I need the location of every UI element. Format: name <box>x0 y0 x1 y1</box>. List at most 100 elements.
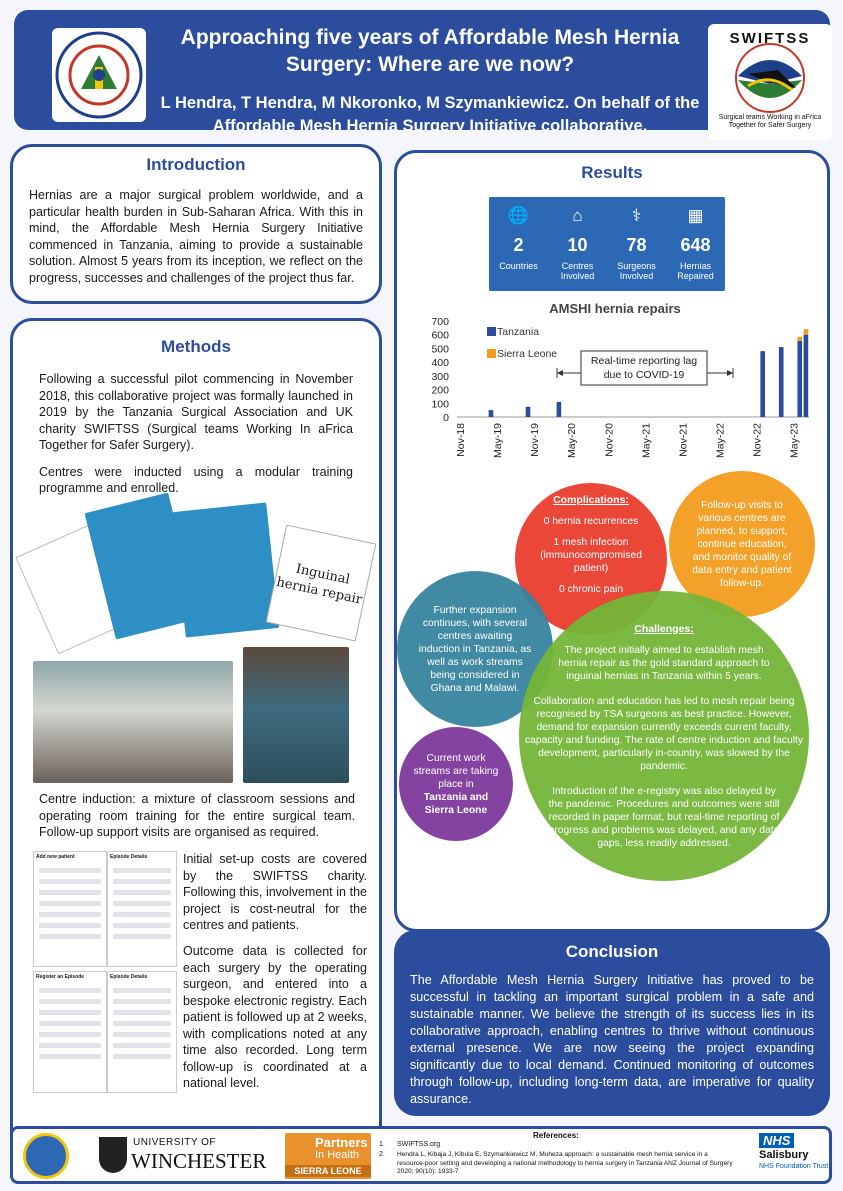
grid-icon: ▦ <box>687 206 704 225</box>
form-title: Episode Details <box>110 974 148 980</box>
complications-line-3: 0 chronic pain <box>558 584 624 595</box>
booklet-label: Inguinal hernia repair <box>275 561 364 608</box>
costs-text: Initial set-up costs are covered by the … <box>183 852 367 932</box>
stat-value: 78 <box>626 235 647 255</box>
inguinal-hernia-booklet: Inguinal hernia repair <box>265 524 377 642</box>
introduction-text: Hernias are a major surgical problem wor… <box>29 188 363 285</box>
challenges-circle: Challenges: The project initially aimed … <box>519 591 809 881</box>
chart-svg: AMSHI hernia repairs 0100200300400500600… <box>431 301 809 458</box>
stats-banner: 🌐 2 Countries ⌂ 10 Centres Involved ⚕ 78… <box>489 197 725 291</box>
y-tick-label: 300 <box>431 371 449 383</box>
registry-form-episode-details: Episode Details <box>107 851 177 967</box>
methods-text-1: Following a successful pilot commencing … <box>39 372 353 452</box>
bar-tanzania-Jul-23 <box>803 334 809 417</box>
stat-hernias: ▦ 648 Hernias Repaired <box>666 197 725 291</box>
results-panel: Results 🌐 2 Countries ⌂ 10 Centres Invol… <box>394 150 830 932</box>
complications-title: Complications: <box>553 494 629 506</box>
complications-line-2: 1 mesh infection (immunocompromised pati… <box>540 537 642 574</box>
bar-tanzania-Mar-20 <box>556 401 562 417</box>
stat-label: Hernias Repaired <box>677 261 714 281</box>
followup-circle: Follow-up visits to various centres are … <box>669 471 815 617</box>
centre-induction-text: Centre induction: a mixture of classroom… <box>39 792 355 839</box>
reference-2-number: 2. <box>379 1151 385 1158</box>
covid-note: Real-time reporting lag due to COVID-19 <box>590 355 698 381</box>
conclusion-text: The Affordable Mesh Hernia Surgery Initi… <box>410 973 814 1106</box>
x-tick-label: May-23 <box>789 423 801 458</box>
x-tick-label: Nov-22 <box>752 423 764 457</box>
chart-title: AMSHI hernia repairs <box>549 301 681 316</box>
doctor-icon: ⚕ <box>631 206 642 225</box>
stat-value: 10 <box>567 235 588 255</box>
results-heading: Results <box>581 163 643 182</box>
poster-authors: L Hendra, T Hendra, M Nkoronko, M Szyman… <box>160 94 700 135</box>
challenges-text-3: Introduction of the e-registry was also … <box>548 785 780 849</box>
legend-label: Sierra Leone <box>497 348 557 360</box>
introduction-heading: Introduction <box>146 155 246 174</box>
methods-text-2: Centres were inducted using a modular tr… <box>39 464 353 496</box>
challenges-text-1: The project initially aimed to establish… <box>558 644 770 682</box>
complications-line-1: 0 hernia recurrences <box>543 516 639 527</box>
training-booklet-right <box>172 502 280 638</box>
poster-title: Approaching five years of Affordable Mes… <box>180 26 680 76</box>
footer-logos-references: UNIVERSITY OF WINCHESTER Partners In Hea… <box>10 1126 832 1184</box>
swiftss-wordmark: SWIFTSS <box>729 30 811 47</box>
y-tick-label: 700 <box>431 316 449 328</box>
introduction-panel: Introduction Hernias are a major surgica… <box>10 144 382 304</box>
stat-countries: 🌐 2 Countries <box>489 197 548 291</box>
tanzania-surgical-association-logo <box>52 28 146 122</box>
stat-value: 2 <box>513 235 524 255</box>
x-tick-label: May-22 <box>714 423 726 458</box>
x-tick-label: May-20 <box>566 423 578 458</box>
swiftss-tagline: Surgical teams Working in aFrica Togethe… <box>718 114 822 129</box>
methods-panel: Methods Following a successful pilot com… <box>10 318 382 1180</box>
reference-1-number: 1. <box>379 1141 385 1148</box>
partners-in-health-logo: Partners In Health SIERRA LEONE <box>285 1133 371 1179</box>
bar-sierra-leone-Jul-23 <box>803 329 809 335</box>
swiftss-logo: SWIFTSS Surgical teams Working in aFrica… <box>708 24 832 140</box>
bar-tanzania-Mar-23 <box>778 347 784 417</box>
bar-tanzania-Oct-19 <box>525 406 531 417</box>
nhs-trust-subtitle: NHS Foundation Trust <box>759 1163 829 1170</box>
x-tick-label: May-19 <box>492 423 504 458</box>
legend-swatch <box>487 349 496 358</box>
nhs-logo: NHS <box>759 1133 795 1148</box>
legend-label: Tanzania <box>497 326 539 338</box>
stat-surgeons: ⚕ 78 Surgeons Involved <box>607 197 666 291</box>
x-tick-label: Nov-21 <box>677 423 689 457</box>
reference-1[interactable]: SWIFTSS.org <box>397 1141 441 1148</box>
y-tick-label: 600 <box>431 330 449 342</box>
x-tick-label: Nov-18 <box>455 423 467 457</box>
registry-form-episode-details-2: Episode Details <box>107 971 177 1093</box>
bar-sierra-leone-Jun-23 <box>797 336 803 341</box>
covid-annotation <box>556 350 734 386</box>
conclusion-heading: Conclusion <box>565 942 659 961</box>
expansion-text: Further expansion continues, with severa… <box>418 604 532 694</box>
stat-value: 648 <box>680 235 711 255</box>
x-tick-label: Nov-19 <box>529 423 541 457</box>
y-tick-label: 500 <box>431 343 449 355</box>
y-tick-label: 400 <box>431 357 449 369</box>
challenges-text-2: Collaboration and education has led to m… <box>524 695 803 772</box>
winchester-top-text: UNIVERSITY OF <box>133 1137 216 1148</box>
y-tick-label: 200 <box>431 385 449 397</box>
stat-centres: ⌂ 10 Centres Involved <box>548 197 607 291</box>
tanzania-ministry-logo <box>23 1133 69 1179</box>
stat-label: Surgeons Involved <box>617 261 656 281</box>
conclusion-panel: Conclusion The Affordable Mesh Hernia Su… <box>394 930 830 1116</box>
reference-2: Hendra L, Kibaja J, Kibula E, Szymankiew… <box>397 1151 733 1175</box>
bar-tanzania-Apr-19 <box>488 410 494 417</box>
methods-heading: Methods <box>161 337 231 356</box>
work-streams-countries: Tanzania and Sierra Leone <box>423 791 489 816</box>
winchester-crest-icon <box>99 1137 127 1173</box>
challenges-title: Challenges: <box>634 622 694 635</box>
partners-line-1: Partners <box>315 1135 368 1150</box>
form-title: Episode Details <box>110 854 148 860</box>
globe-icon: 🌐 <box>507 206 530 225</box>
bar-tanzania-Jun-23 <box>797 340 803 417</box>
winchester-main-text: WINCHESTER <box>131 1149 267 1173</box>
work-streams-circle: Current work streams are taking place in… <box>399 727 513 841</box>
operating-room-photo <box>243 647 349 783</box>
